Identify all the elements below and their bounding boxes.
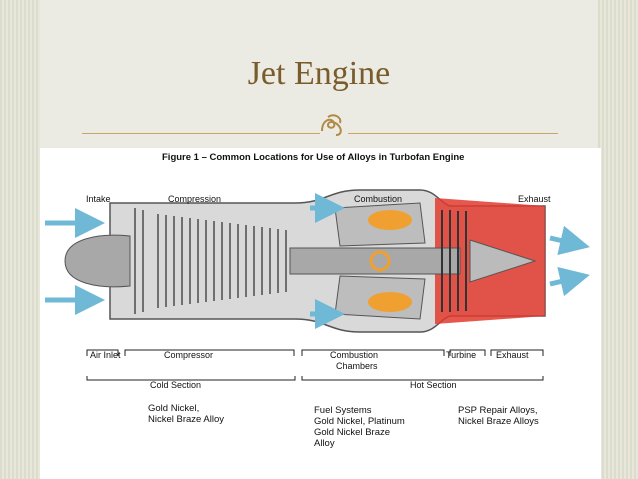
label-air-inlet: Air Inlet [90, 350, 121, 360]
label-turbine: Turbine [446, 350, 477, 360]
right-decorative-stripe [598, 0, 638, 479]
combustion-chambers [334, 202, 426, 320]
airflow-arrows [45, 193, 590, 329]
nose-cone [64, 234, 131, 288]
note-cold-section: Gold Nickel, Nickel Braze Alloy [148, 403, 225, 425]
label-combustion: Combustion [354, 194, 403, 204]
left-decorative-stripe [0, 0, 40, 479]
exhaust-cone [469, 239, 537, 283]
label-hot-section: Hot Section [410, 380, 457, 390]
label-combustion-chambers-2: Chambers [336, 361, 378, 371]
label-compressor: Compressor [164, 350, 214, 360]
label-compression: Compression [168, 194, 222, 204]
label-exhaust-bottom: Exhaust [496, 350, 529, 360]
figure-title: Figure 1 – Common Locations for Use of A… [162, 152, 465, 163]
title-divider-left [82, 133, 320, 134]
section-brackets [86, 349, 544, 381]
note-combustion: Fuel Systems Gold Nickel, Platinum Gold … [314, 405, 405, 449]
note-hot-section: PSP Repair Alloys, Nickel Braze Alloys [458, 405, 539, 427]
label-cold-section: Cold Section [150, 380, 202, 390]
title-divider-right [348, 133, 558, 134]
compressor-blades [134, 208, 287, 314]
engine-diagram [45, 189, 590, 381]
turbine-blades [441, 210, 467, 312]
label-exhaust: Exhaust [518, 194, 551, 204]
scroll-ornament-icon [321, 114, 342, 136]
label-combustion-chambers-1: Combustion [330, 350, 379, 360]
slide-title: Jet Engine [247, 55, 391, 92]
label-intake: Intake [86, 194, 111, 204]
engine-figure: Figure 1 – Common Locations for Use of A… [40, 148, 601, 479]
